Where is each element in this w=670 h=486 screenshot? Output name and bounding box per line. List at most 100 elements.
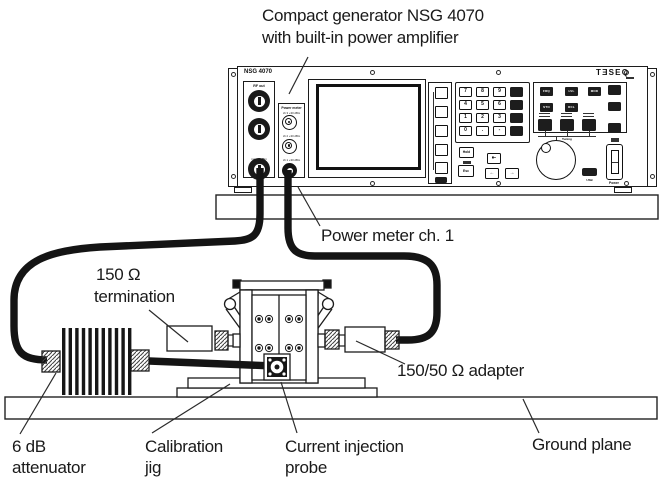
jig-port-left xyxy=(232,333,241,348)
instrument-foot xyxy=(234,187,252,193)
tuning-bracket xyxy=(538,136,596,137)
jig-body xyxy=(239,289,319,384)
function-key-a xyxy=(608,85,621,95)
jig-screws xyxy=(254,314,304,353)
mod-key: MOD xyxy=(588,87,601,96)
generator-label-line2: with built-in power amplifier xyxy=(262,28,459,47)
leader-jig xyxy=(151,383,231,434)
jig-corner-nub xyxy=(232,279,242,289)
amp-out-connector xyxy=(248,158,270,180)
leader-attenuator xyxy=(19,372,57,435)
attenuator xyxy=(41,328,150,395)
current-injection-probe xyxy=(263,353,291,381)
backspace-key xyxy=(435,177,447,183)
rf-in-connector xyxy=(248,118,270,140)
softkey-2 xyxy=(434,106,448,118)
power-meter-label: Power meter ch. 1 xyxy=(321,226,454,245)
brand-logo: TƎSEQ xyxy=(596,68,630,77)
softkey-rail xyxy=(432,92,434,170)
rf-out-connector xyxy=(248,90,270,112)
instrument-foot xyxy=(614,187,632,193)
tuning-bracket xyxy=(588,131,590,136)
tuning-bracket xyxy=(544,131,546,136)
tuning-label: Tuning xyxy=(562,136,572,141)
softkey-3 xyxy=(434,125,448,137)
jig-label-line1: Calibration xyxy=(145,437,223,456)
jig-post-right xyxy=(305,289,319,384)
usb-port xyxy=(582,168,597,176)
calibration-jig xyxy=(176,279,378,398)
key-0: 0 xyxy=(459,126,472,136)
ch1-note: ch 1 +30 dBm xyxy=(282,158,301,162)
jig-top-plate xyxy=(239,280,325,291)
key-dash: - xyxy=(493,126,506,136)
decor xyxy=(463,161,471,164)
adapter-label: 150/50 Ω adapter xyxy=(397,361,525,380)
key-4: 4 xyxy=(459,100,472,110)
back-arrow-key: ⇤ xyxy=(487,153,501,164)
screw xyxy=(649,72,655,77)
model-label: NSG 4070 xyxy=(244,69,273,75)
cable-attenuator-to-probe xyxy=(148,357,275,370)
usb-label: USB xyxy=(586,177,593,182)
function-key-c xyxy=(608,123,621,133)
right-arrow-key: → xyxy=(505,168,519,179)
rcl-key: RCL xyxy=(565,103,578,112)
screw xyxy=(370,180,375,186)
probe-label-line2: probe xyxy=(285,458,327,477)
power-indicator xyxy=(611,138,619,142)
step-key-1 xyxy=(538,119,552,131)
softkey-5 xyxy=(434,162,448,174)
key-9: 9 xyxy=(493,87,506,97)
power-meter-ch3-connector xyxy=(282,115,297,130)
key-fn1 xyxy=(510,87,523,97)
key-6: 6 xyxy=(493,100,506,110)
screw xyxy=(624,69,629,75)
screw xyxy=(496,69,501,75)
decor xyxy=(583,115,594,117)
jig-clamp-left xyxy=(223,297,237,311)
ground-plane-label: Ground plane xyxy=(532,435,632,454)
screw xyxy=(230,174,236,179)
power-meter-ch1-connector xyxy=(282,163,297,178)
sto-key: STO xyxy=(540,103,553,112)
brand-underline xyxy=(626,77,634,79)
key-1: 1 xyxy=(459,113,472,123)
decor xyxy=(561,113,572,114)
screw xyxy=(370,69,375,75)
nsg4070-instrument: NSG 4070 TƎSEQ RF out RF in max. 0 dBm A… xyxy=(228,66,657,196)
generator-label-line1: Compact generator NSG 4070 xyxy=(262,6,484,25)
jig-base-plate-wide xyxy=(176,387,378,398)
decor xyxy=(561,115,572,117)
attenuator-fins xyxy=(62,328,132,395)
lvl-key: LVL xyxy=(565,87,578,96)
jig-base-plate xyxy=(187,377,366,389)
step-key-3 xyxy=(582,119,596,131)
decor xyxy=(611,161,618,163)
ch2-note: ch 2 +30 dBm xyxy=(282,134,301,138)
termination-box xyxy=(166,325,234,352)
key-8: 8 xyxy=(476,87,489,97)
probe-label-line1: Current injection xyxy=(285,437,404,456)
screw xyxy=(649,174,655,179)
key-3: 3 xyxy=(493,113,506,123)
softkey-4 xyxy=(434,144,448,156)
attenuator-label-line1: 6 dB xyxy=(12,437,46,456)
left-arrow-key: ← xyxy=(485,168,499,179)
leader-ground-plane xyxy=(522,398,540,434)
decor xyxy=(539,115,550,117)
attenuator-label-line2: attenuator xyxy=(12,458,86,477)
leader-termination xyxy=(148,309,189,343)
rf-out-label: RF out xyxy=(253,84,265,88)
power-switch-rocker xyxy=(610,150,619,174)
screw xyxy=(496,180,501,186)
ch3-note: ch 3 +30 dBm xyxy=(282,110,301,115)
function-key-b xyxy=(608,102,621,111)
jig-corner-nub xyxy=(322,279,332,289)
softkey-1 xyxy=(434,87,448,99)
power-meter-ch2-connector xyxy=(282,138,297,154)
table-shelf xyxy=(215,194,659,220)
tuning-bracket xyxy=(555,136,557,141)
decor xyxy=(583,113,594,114)
